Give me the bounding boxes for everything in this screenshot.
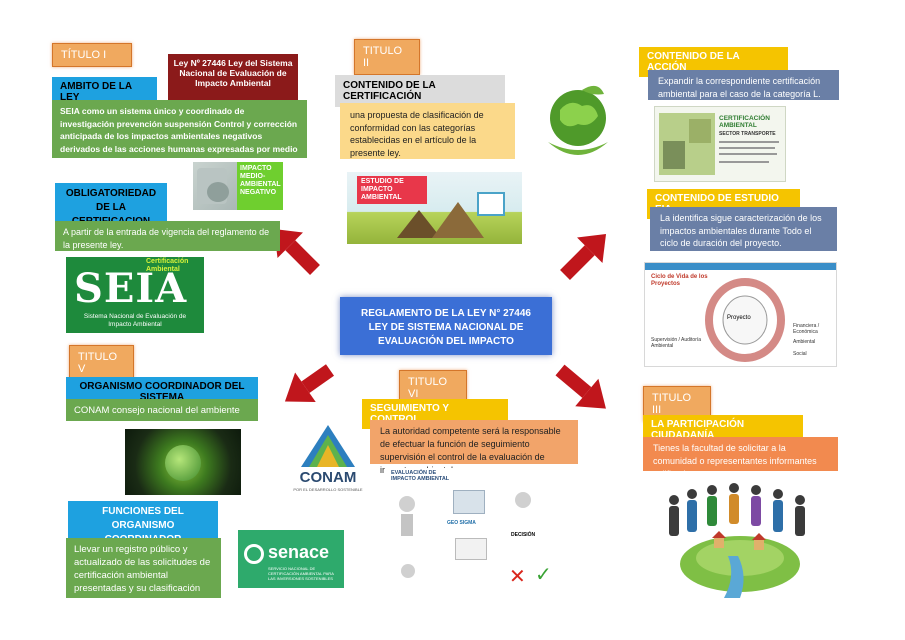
seia-logo: Certificación Ambiental SEIA Sistema Nac…	[66, 257, 204, 333]
cycle-right-3: Social	[793, 351, 807, 357]
titulo-5-tag: TITULO V	[69, 345, 134, 381]
seia-subtitle: Sistema Nacional de Evaluación de Impact…	[83, 313, 187, 328]
flow-title: EVALUACIÓN DE IMPACTO AMBIENTAL	[391, 470, 450, 482]
impact-image: IMPACTO MEDIO-AMBIENTAL NEGATIVO	[193, 162, 283, 210]
titulo-2-header: CONTENIDO DE LA CERTIFICACIÓN	[335, 75, 505, 107]
arrow-up-right	[560, 233, 607, 280]
accion-text: Expandir la correspondiente certificació…	[648, 70, 839, 100]
cycle-center: Proyecto	[727, 315, 751, 321]
seia-wordmark: SEIA	[74, 265, 188, 312]
titulo-2-text: una propuesta de clasificación de confor…	[340, 103, 515, 159]
evaluation-flow-image: EVALUACIÓN DE IMPACTO AMBIENTAL GEO SIGM…	[385, 468, 560, 603]
ambito-text: SEIA como un sistema único y coordinado …	[52, 100, 307, 166]
cycle-right-2: Ambiental	[793, 339, 816, 345]
cycle-title: Ciclo de Vida de los Proyectos	[651, 274, 708, 287]
seguimiento-text: La autoridad competente será la responsa…	[370, 420, 578, 475]
center-title: REGLAMENTO DE LA LEY N° 27446 LEY DE SIS…	[340, 297, 552, 355]
globe-image	[538, 72, 618, 168]
eia-text: La identifica sigue caracterización de l…	[650, 207, 837, 251]
earth-hands-image	[125, 429, 241, 495]
eia-illustration: ESTUDIO DE IMPACTO AMBIENTAL	[347, 172, 522, 244]
senace-logo: senace SERVICIO NACIONAL DE CERTIFICACIÓ…	[238, 530, 344, 588]
certificacion-document: CERTIFICACIÓN AMBIENTAL SECTOR TRANSPORT…	[654, 106, 786, 182]
flow-label-decision: DECISIÓN	[511, 532, 536, 538]
cert-doc-sub: SECTOR TRANSPORTE	[719, 131, 776, 137]
conam-logo: CONAM POR EL DESARROLLO SOSTENIBLE	[293, 423, 363, 498]
titulo-1-tag: TÍTULO I	[52, 43, 132, 67]
senace-subtitle: SERVICIO NACIONAL DE CERTIFICACIÓN AMBIE…	[268, 566, 334, 581]
arrow-up-left	[273, 228, 320, 275]
participacion-text: Tienes la facultad de solicitar a la com…	[643, 437, 838, 479]
cycle-right-1: Financiera / Económica	[793, 323, 820, 335]
organismo-text: CONAM consejo nacional del ambiente	[66, 399, 258, 421]
seia-cert-label: Certificación Ambiental	[146, 258, 189, 273]
senace-wordmark: senace	[268, 542, 330, 562]
flow-label-geo: GEO SIGMA	[447, 520, 476, 526]
law-banner: Ley Nº 27446 Ley del Sistema Nacional de…	[168, 54, 298, 100]
community-image	[662, 476, 818, 601]
impact-label: IMPACTO MEDIO-AMBIENTAL NEGATIVO	[237, 162, 283, 210]
obligatoriedad-text: A partir de la entrada de vigencia del r…	[55, 221, 280, 251]
project-cycle-diagram: Ciclo de Vida de los Proyectos Proyecto …	[644, 262, 837, 367]
eia-banner: ESTUDIO DE IMPACTO AMBIENTAL	[357, 176, 427, 204]
arrow-down-left	[284, 364, 335, 402]
conam-wordmark: CONAM	[299, 469, 357, 486]
cycle-left: Supervisión / Auditoría Ambiental	[651, 337, 702, 349]
funciones-text: Llevar un registro público y actualizado…	[66, 538, 221, 598]
titulo-2-tag: TITULO II	[354, 39, 420, 75]
arrow-down-right	[555, 364, 606, 409]
conam-subtitle: POR EL DESARROLLO SOSTENIBLE	[293, 487, 363, 492]
cert-doc-title: CERTIFICACIÓN AMBIENTAL	[719, 115, 770, 129]
